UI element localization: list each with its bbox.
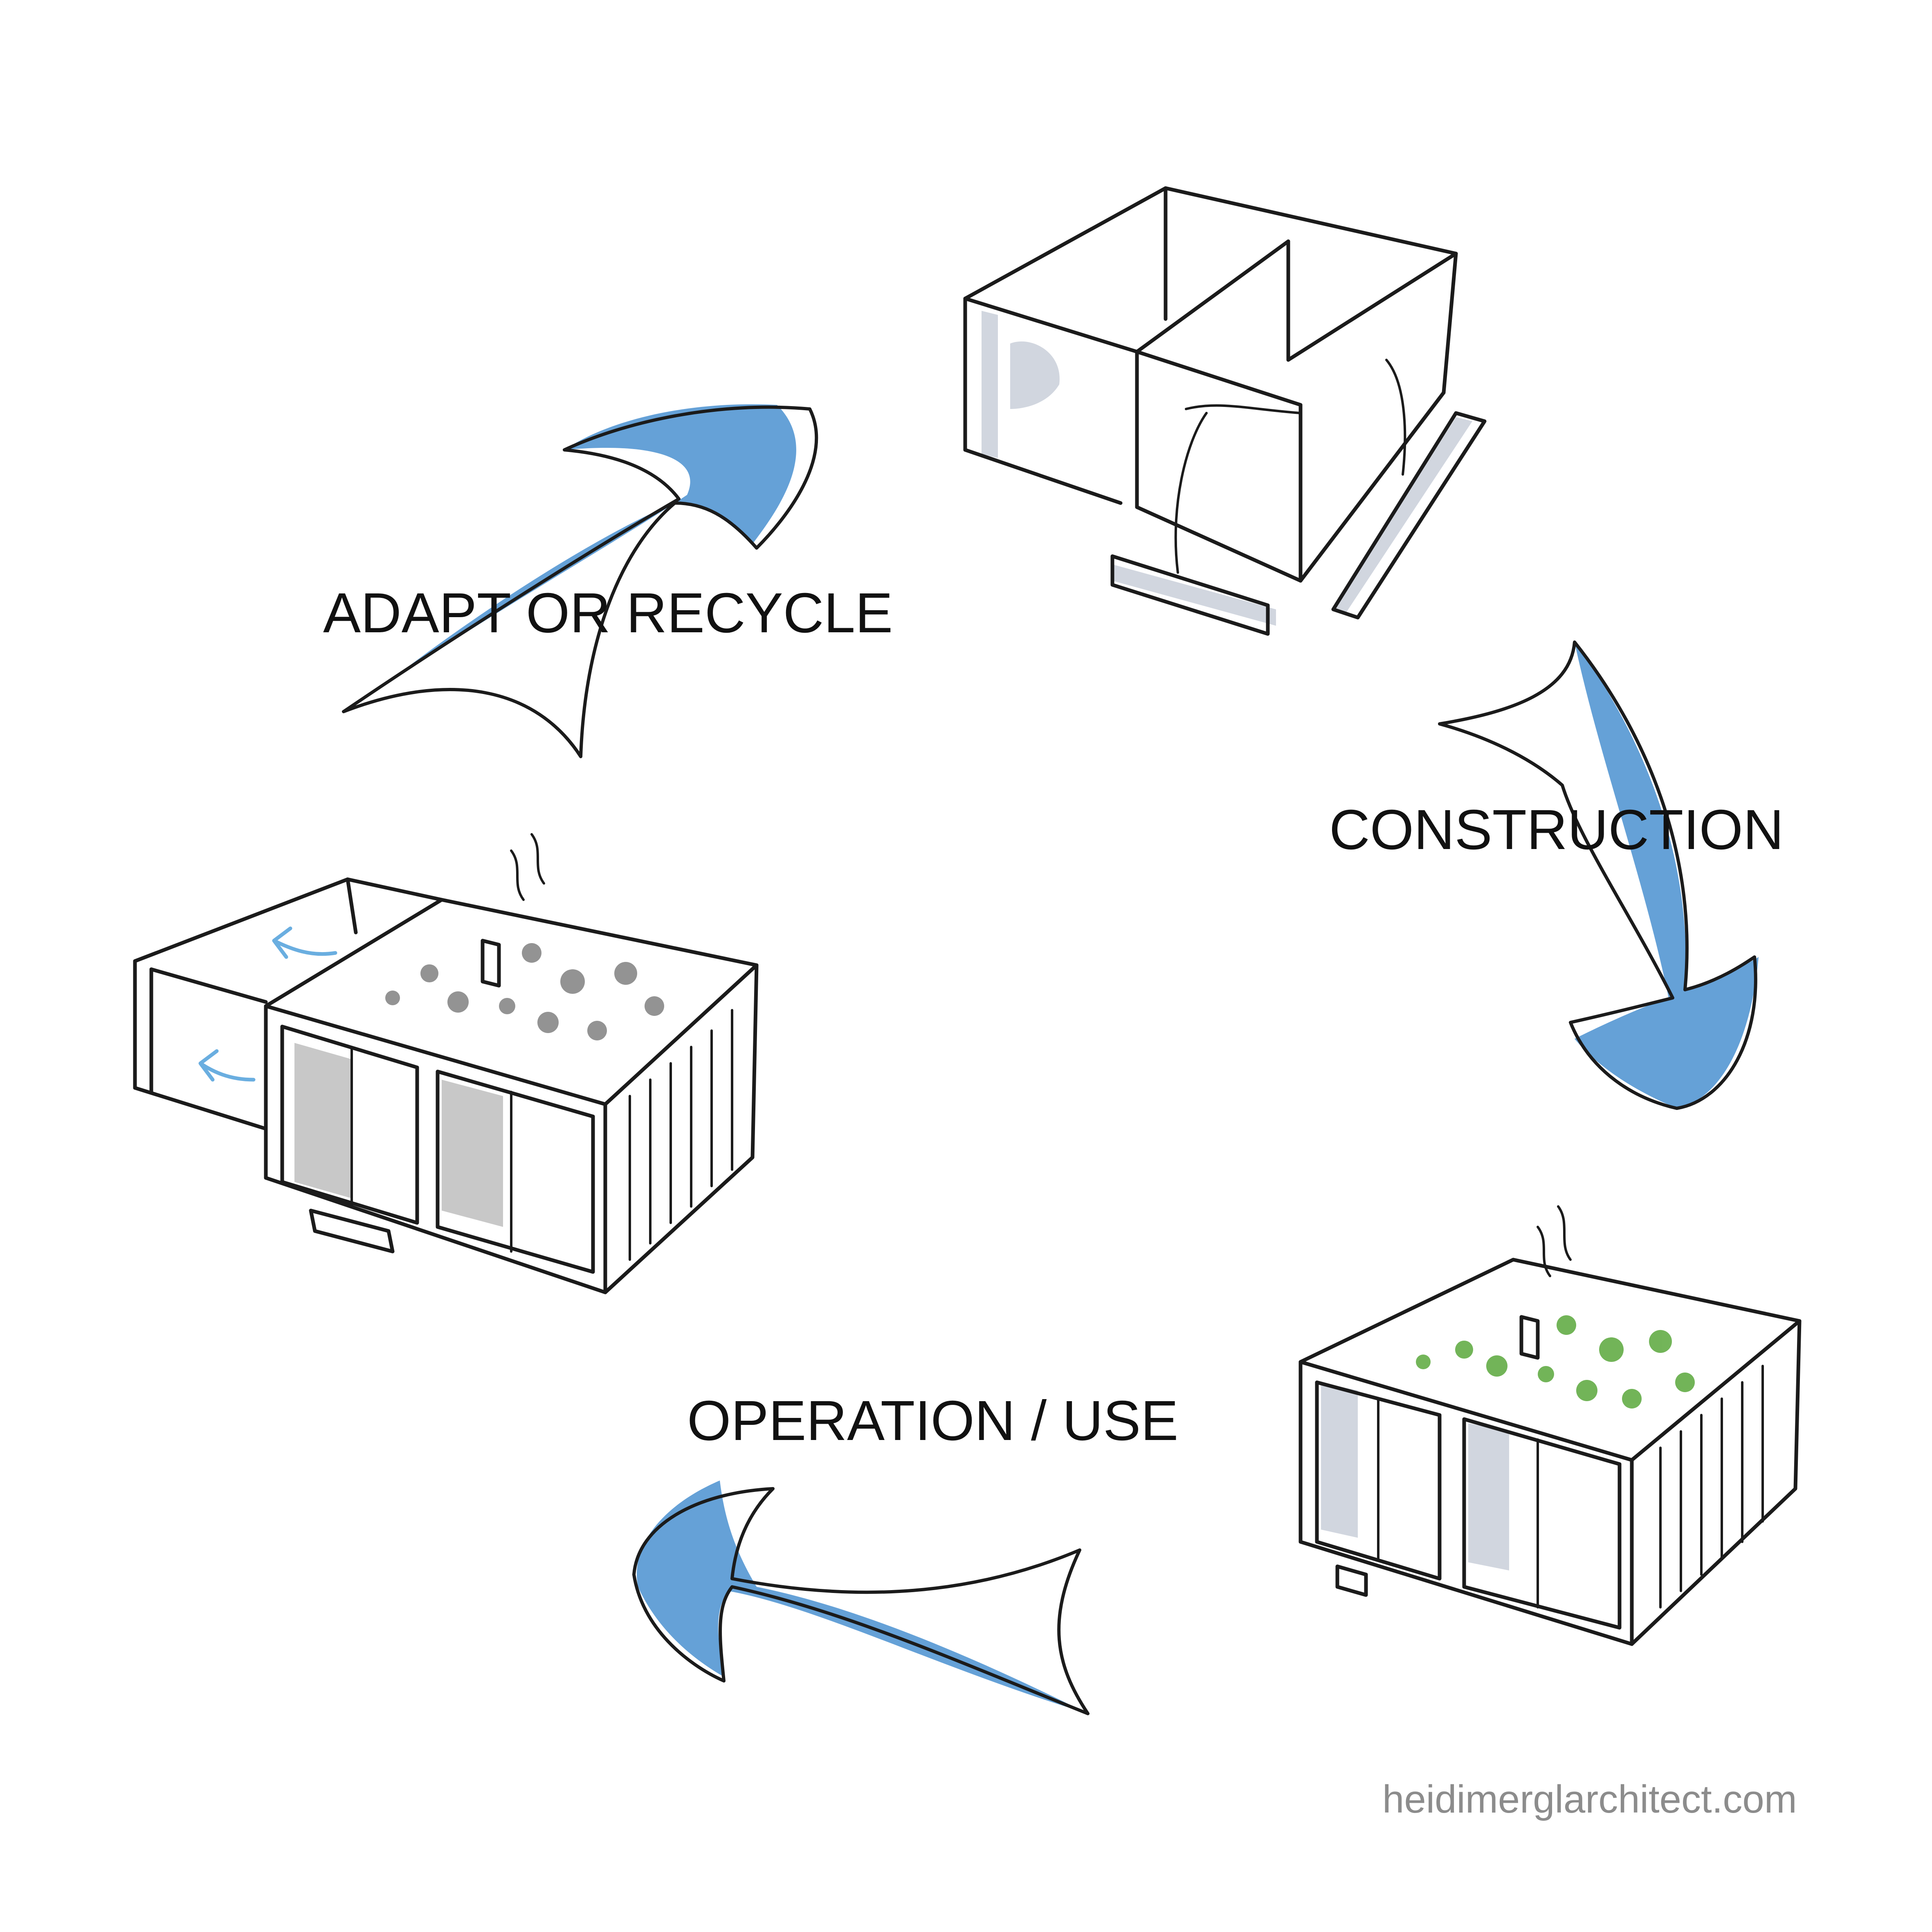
frame-structure-sketch <box>963 186 1487 636</box>
label-adapt-or-recycle: ADAPT OR RECYCLE <box>323 582 893 645</box>
arrow-adapt-recycle <box>342 404 818 758</box>
arrow-operation-use <box>632 1480 1090 1715</box>
arrow-construction <box>1438 640 1759 1110</box>
adapted-building-sketch <box>133 833 759 1294</box>
label-operation-use: OPERATION / USE <box>687 1389 1179 1452</box>
credit-text: heidimerglarchitect.com <box>1382 1777 1797 1821</box>
label-construction: CONSTRUCTION <box>1329 798 1784 861</box>
green-roof-building-sketch <box>1298 1205 1802 1646</box>
